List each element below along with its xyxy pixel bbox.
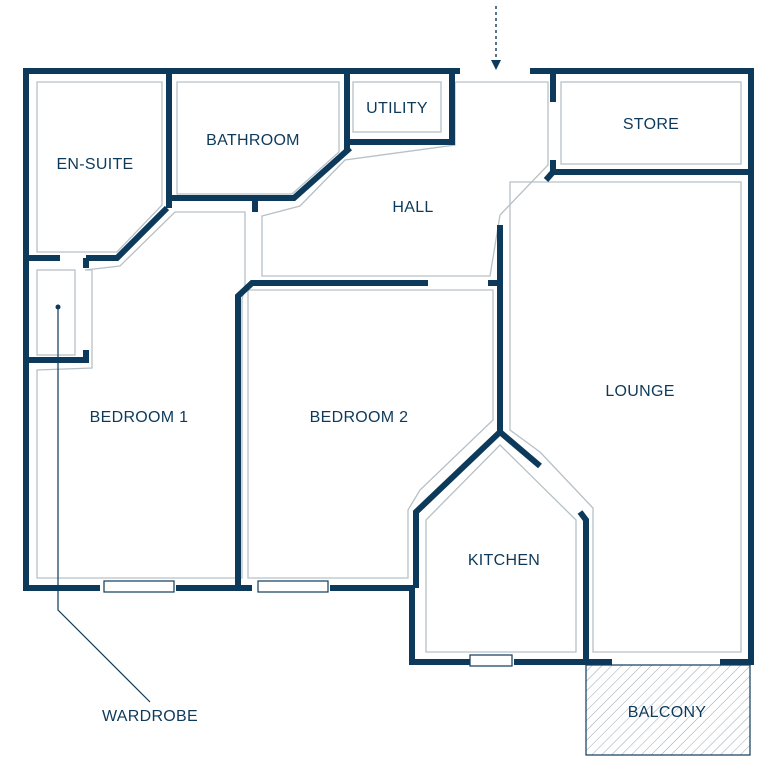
label-utility: UTILITY [366, 100, 428, 117]
windows [103, 580, 513, 667]
label-en-suite: EN-SUITE [56, 156, 133, 173]
room-labels: EN-SUITE BATHROOM UTILITY STORE HALL BED… [56, 100, 706, 725]
wardrobe-leader-line [55, 304, 151, 703]
label-balcony: BALCONY [628, 704, 707, 721]
label-lounge: LOUNGE [605, 383, 674, 400]
label-bedroom-1: BEDROOM 1 [90, 409, 189, 426]
label-store: STORE [623, 116, 679, 133]
label-hall: HALL [392, 199, 433, 216]
room-inner-outlines [36, 81, 742, 653]
label-bathroom: BATHROOM [206, 132, 300, 149]
label-bedroom-2: BEDROOM 2 [310, 409, 409, 426]
label-wardrobe: WARDROBE [102, 708, 198, 725]
entrance-arrow-icon [491, 6, 501, 70]
walls [23, 68, 754, 665]
balcony [585, 664, 751, 756]
label-kitchen: KITCHEN [468, 552, 540, 569]
